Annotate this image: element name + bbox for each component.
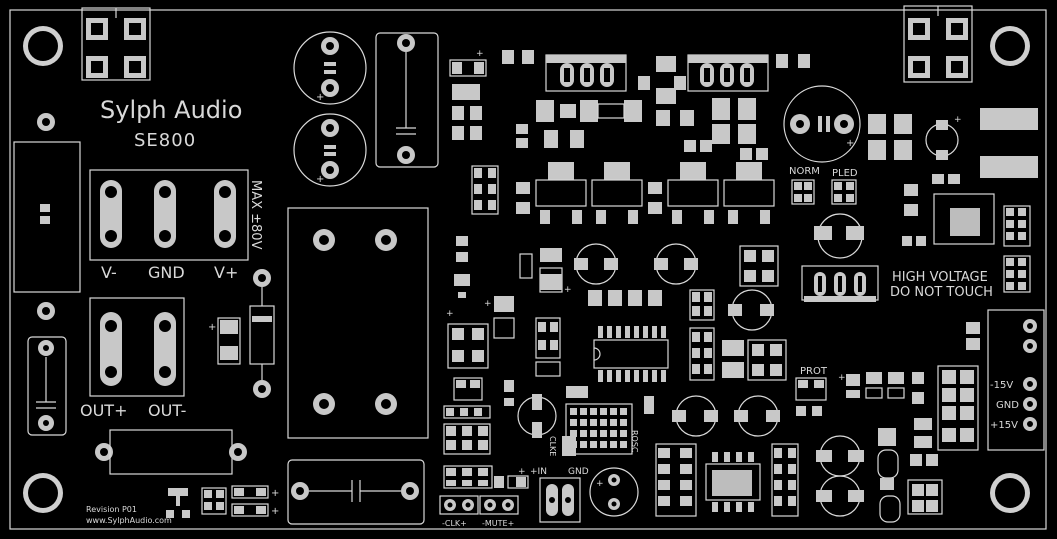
svg-text:+: + [596, 479, 604, 489]
board-outline [9, 9, 1047, 530]
svg-text:+: + [316, 174, 324, 185]
ic-soic-main [593, 326, 669, 382]
regulator-row [535, 162, 775, 224]
large-inductor [287, 207, 429, 439]
website-text: www.SylphAudio.com [86, 516, 172, 525]
smd-cluster-mid [447, 245, 787, 381]
film-cap-vertical [375, 32, 439, 168]
pos15-label: +15V [990, 420, 1018, 431]
pled-label: PLED [832, 168, 858, 179]
norm-pled-smd [791, 179, 857, 205]
svg-text:+: + [484, 299, 492, 309]
max-voltage-label: MAX ±80V [248, 180, 263, 250]
mounting-hole-top-right [990, 26, 1030, 66]
svg-text:+: + [446, 309, 454, 319]
gnd-label: GND [148, 263, 185, 282]
smd-electrolytic-6 [816, 435, 864, 477]
svg-text:+: + [838, 373, 846, 383]
v-plus-label: V+ [214, 263, 238, 282]
electrolytic-cap-1: + [293, 31, 367, 105]
prot-smd: + [795, 372, 924, 416]
power-transistor-2 [687, 54, 769, 92]
left-side-component [13, 113, 81, 436]
terminal-top-left [81, 7, 151, 81]
gnd2-label: GND [996, 400, 1019, 411]
psu-connector [987, 309, 1045, 451]
terminal-top-right [903, 5, 973, 83]
smd-electrolytic-7 [816, 475, 864, 517]
out-minus-label: OUT- [148, 401, 186, 420]
small-cap-round: + [589, 467, 639, 517]
smd-cluster-low-mid [443, 377, 654, 489]
smd-electrolytic-2 [654, 243, 698, 285]
smd-electrolytic-1 [574, 243, 618, 285]
smd-cluster-low-right [655, 443, 799, 517]
svg-text:+: + [954, 115, 962, 125]
input-plus-sign: + [518, 467, 526, 477]
film-cap-horizontal [287, 459, 425, 525]
smd-electrolytic-5 [734, 395, 780, 437]
svg-text:+: + [271, 506, 279, 517]
mounting-hole-bottom-right [990, 473, 1030, 513]
svg-text:+: + [208, 322, 216, 333]
smd-cluster-bottom-right [877, 322, 980, 523]
power-transistor-1 [545, 54, 627, 92]
smd-electrolytic-3 [728, 289, 774, 331]
v-minus-label: V- [101, 263, 117, 282]
smd-cluster-mid-left: + + + [446, 165, 662, 339]
smd-electrolytic-4 [672, 395, 718, 437]
clke-label: CLKE [548, 436, 557, 456]
svg-text:+: + [476, 49, 484, 59]
svg-text:+: + [316, 92, 324, 103]
header-clk [439, 495, 479, 515]
hv-warning-line1: HIGH VOLTAGE [892, 270, 988, 285]
diode-vertical [249, 269, 275, 398]
input-plus-label: +IN [530, 467, 547, 477]
electrolytic-cap-2: + [293, 113, 367, 187]
clk-label: -CLK+ [442, 519, 467, 528]
model-text: SE800 [134, 130, 196, 151]
input-connector [539, 477, 581, 523]
bottom-left-smd: + + [166, 485, 279, 518]
electrolytic-cap-right: + [783, 85, 861, 163]
fuse-bottom-left [95, 429, 247, 475]
smd-cluster-top: + [449, 49, 810, 160]
svg-text:+: + [846, 138, 854, 149]
svg-text:+: + [564, 285, 572, 295]
rosc-label: ROSC [630, 430, 639, 453]
brand-text: Sylph Audio [100, 96, 242, 124]
smd-cap-left: + [208, 317, 241, 365]
mounting-hole-bottom-left [23, 473, 63, 513]
out-plus-label: OUT+ [80, 401, 127, 420]
power-terminal [89, 169, 249, 261]
hv-warning-line2: DO NOT TOUCH [890, 285, 993, 300]
output-terminal [89, 297, 185, 397]
input-gnd-label: GND [568, 467, 589, 477]
mute-label: -MUTE+ [482, 519, 514, 528]
to92-transistor [801, 213, 879, 302]
header-mute [479, 495, 519, 515]
svg-text:+: + [271, 488, 279, 499]
prot-label: PROT [800, 366, 828, 377]
neg15-label: -15V [990, 380, 1013, 391]
mounting-hole-top-left [23, 26, 63, 66]
revision-text: Revision P01 [86, 505, 137, 514]
smd-cluster-right-top: + [868, 108, 1038, 293]
norm-label: NORM [789, 166, 820, 177]
